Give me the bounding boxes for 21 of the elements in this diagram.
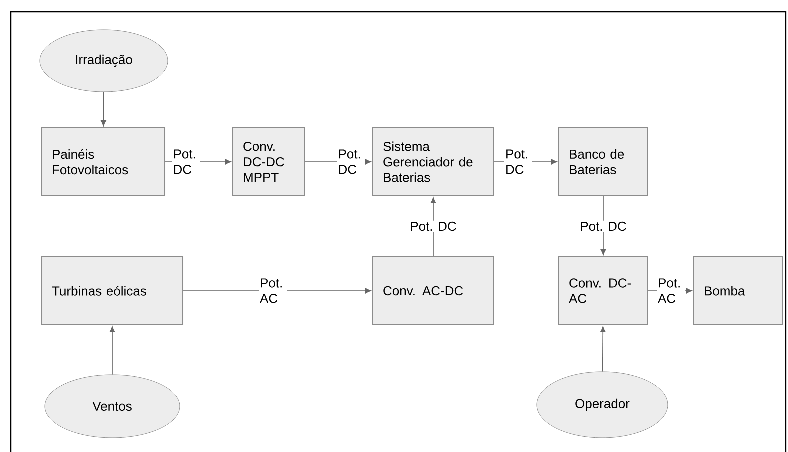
ellipse-node: Ventos	[44, 374, 180, 438]
arrow	[600, 326, 606, 372]
process-box: Conv. DC-AC	[558, 256, 648, 326]
arrow	[110, 326, 116, 376]
process-box: Conv. AC-DC	[372, 256, 494, 326]
edge-label: Pot. AC	[259, 278, 287, 304]
edge-label: Pot. AC	[657, 278, 685, 304]
process-box: Turbinas eólicas	[42, 256, 184, 326]
process-box: Sistema Gerenciador de Baterias	[372, 128, 494, 196]
process-box: Bomba	[694, 256, 784, 326]
edge-label: Pot. DC	[579, 220, 628, 232]
ellipse-node: Irradiação	[40, 30, 168, 92]
edge-label: Pot. DC	[409, 220, 458, 232]
process-box: Banco de Baterias	[558, 128, 648, 196]
ellipse-node: Operador	[536, 372, 668, 438]
edge-label: Pot. DC	[337, 148, 366, 176]
edge-label: Pot. DC	[172, 148, 200, 176]
arrow	[101, 92, 106, 126]
process-box: Conv. DC-DC MPPT	[232, 128, 306, 196]
process-box: Painéis Fotovoltaicos	[42, 128, 166, 196]
edge-label: Pot. DC	[504, 148, 532, 176]
